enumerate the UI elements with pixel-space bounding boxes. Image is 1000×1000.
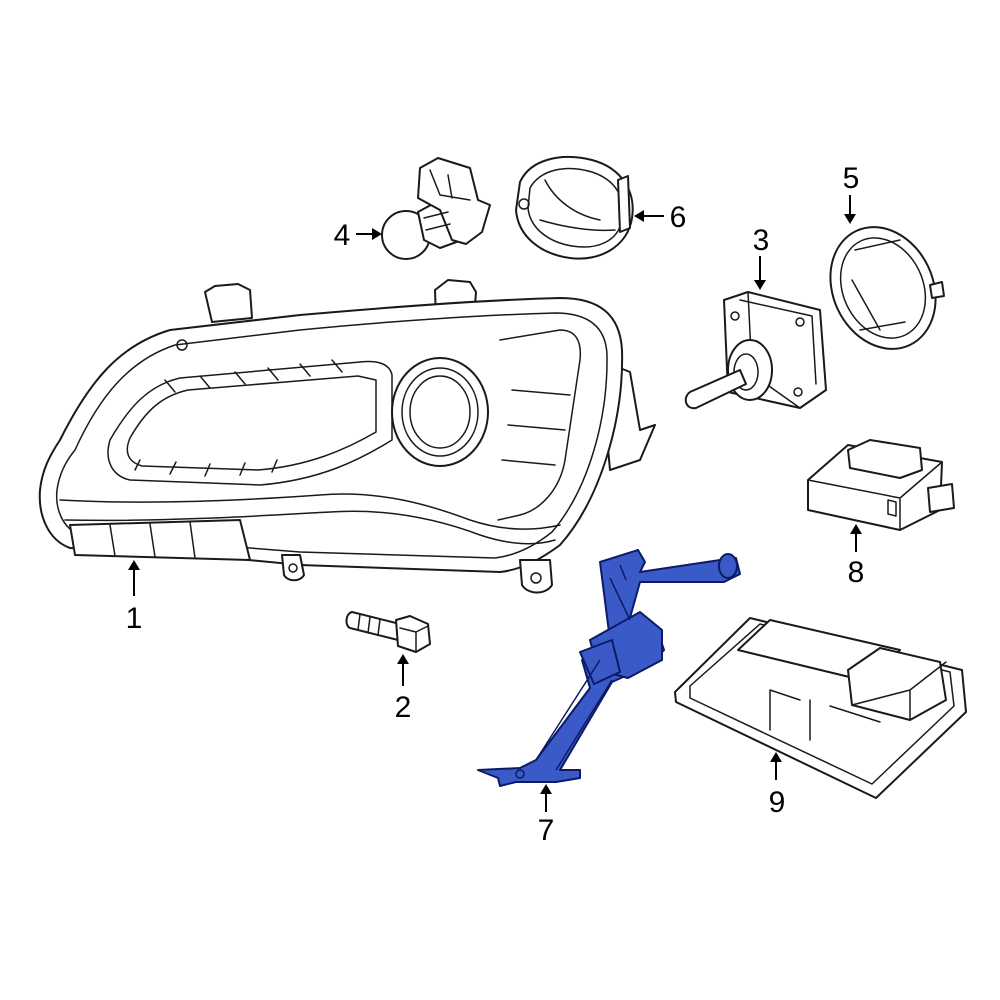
callout-6: 6 — [670, 201, 687, 234]
callout-3: 3 — [753, 224, 770, 257]
callout-2: 2 — [395, 691, 412, 724]
sensor-connector — [579, 639, 621, 685]
access-cover-ring — [829, 226, 945, 350]
callout-4: 4 — [334, 219, 351, 252]
headlamp-assembly — [38, 279, 656, 594]
bulb-socket — [381, 157, 491, 260]
control-module — [807, 439, 955, 531]
access-cover — [515, 156, 634, 260]
callout-5: 5 — [843, 162, 860, 195]
leveling-sensor-bracket — [477, 549, 741, 787]
mounting-bolt — [345, 611, 431, 653]
callout-1: 1 — [126, 602, 143, 635]
callout-leaders — [128, 195, 862, 812]
callout-labels: 1 2 3 4 5 6 7 8 9 — [126, 162, 865, 847]
hid-bulb-igniter — [684, 291, 827, 410]
callout-8: 8 — [848, 556, 865, 589]
callout-7: 7 — [538, 814, 555, 847]
ballast-module — [674, 617, 967, 799]
callout-9: 9 — [769, 786, 786, 819]
